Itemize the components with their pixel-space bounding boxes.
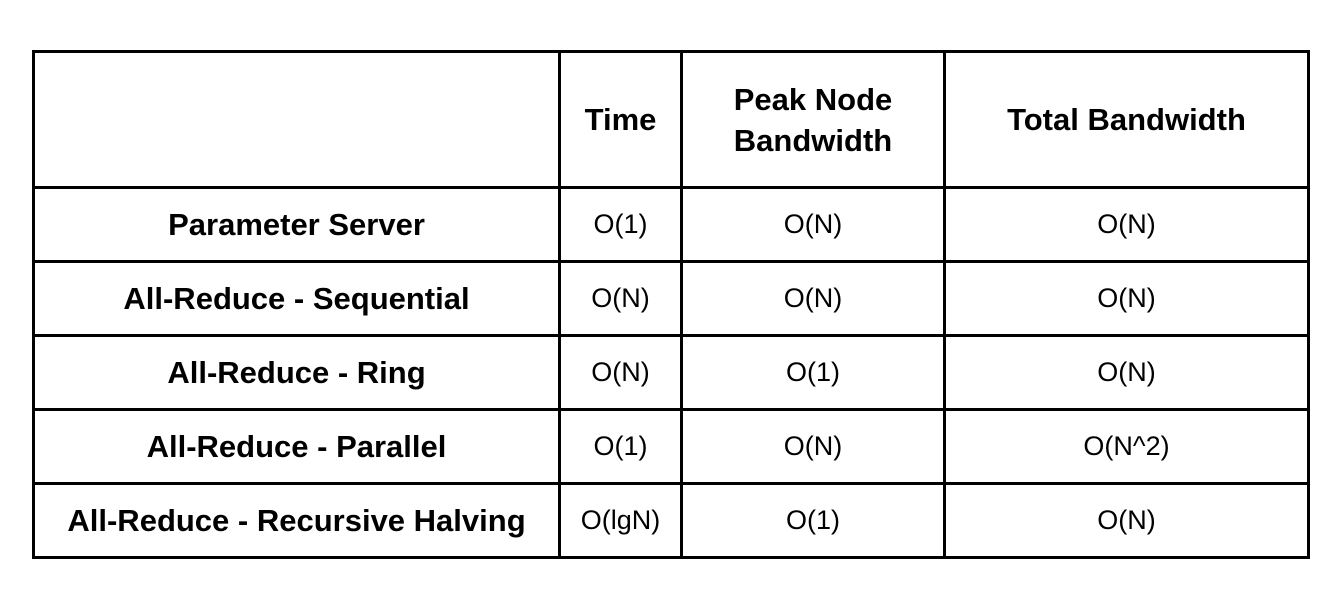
row-label: All-Reduce - Parallel xyxy=(32,408,561,485)
time-cell: O(1) xyxy=(558,186,683,263)
row-label: All-Reduce - Recursive Halving xyxy=(32,482,561,559)
row-label: All-Reduce - Sequential xyxy=(32,260,561,337)
total-bandwidth-cell: O(N) xyxy=(943,186,1310,263)
header-corner-cell xyxy=(32,50,561,189)
time-cell: O(lgN) xyxy=(558,482,683,559)
header-peak-node-bandwidth: Peak Node Bandwidth xyxy=(680,50,946,189)
total-bandwidth-cell: O(N) xyxy=(943,482,1310,559)
header-row: Time Peak Node Bandwidth Total Bandwidth xyxy=(32,50,1310,189)
row-label: All-Reduce - Ring xyxy=(32,334,561,411)
header-total-bandwidth-label: Total Bandwidth xyxy=(1007,102,1246,137)
row-label: Parameter Server xyxy=(32,186,561,263)
complexity-table: Time Peak Node Bandwidth Total Bandwidth… xyxy=(32,50,1310,559)
header-peak-node-line1: Peak Node xyxy=(733,81,893,117)
total-bandwidth-cell: O(N^2) xyxy=(943,408,1310,485)
table-row: All-Reduce - Parallel O(1) O(N) O(N^2) xyxy=(32,408,1310,485)
peak-node-bandwidth-cell: O(N) xyxy=(680,408,946,485)
time-cell: O(1) xyxy=(558,408,683,485)
table-row: All-Reduce - Ring O(N) O(1) O(N) xyxy=(32,334,1310,411)
time-cell: O(N) xyxy=(558,334,683,411)
header-total-bandwidth: Total Bandwidth xyxy=(943,50,1310,189)
table-row: All-Reduce - Sequential O(N) O(N) O(N) xyxy=(32,260,1310,337)
time-cell: O(N) xyxy=(558,260,683,337)
header-time: Time xyxy=(558,50,683,189)
peak-node-bandwidth-cell: O(1) xyxy=(680,334,946,411)
header-time-label: Time xyxy=(584,102,657,137)
table-row: All-Reduce - Recursive Halving O(lgN) O(… xyxy=(32,482,1310,559)
total-bandwidth-cell: O(N) xyxy=(943,260,1310,337)
total-bandwidth-cell: O(N) xyxy=(943,334,1310,411)
peak-node-bandwidth-cell: O(N) xyxy=(680,186,946,263)
peak-node-bandwidth-cell: O(1) xyxy=(680,482,946,559)
peak-node-bandwidth-cell: O(N) xyxy=(680,260,946,337)
header-peak-node-line2: Bandwidth xyxy=(733,122,893,158)
table-row: Parameter Server O(1) O(N) O(N) xyxy=(32,186,1310,263)
